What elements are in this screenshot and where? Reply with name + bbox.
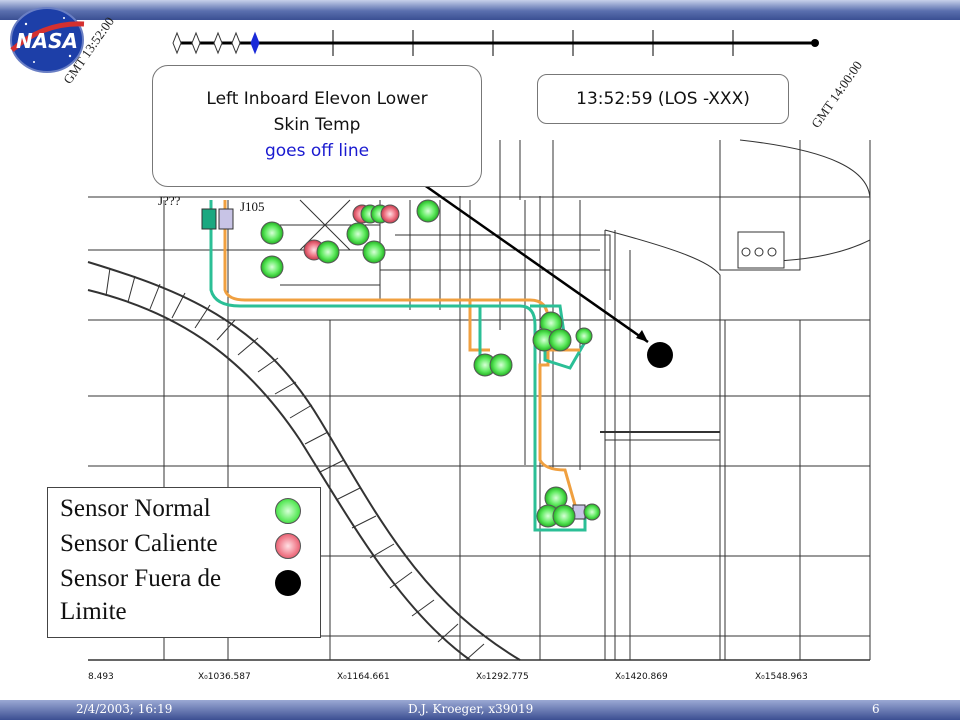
sensor-normal (260, 255, 284, 279)
connector-j105-label: J105 (240, 199, 265, 214)
x-axis-label: 8.493 (88, 672, 114, 682)
sensor-legend: Sensor Normal Sensor Caliente Sensor Fue… (47, 487, 321, 638)
callout-line-3: goes off line (264, 141, 370, 161)
svg-text:NASA: NASA (16, 29, 78, 53)
legend-hot-icon (275, 533, 301, 559)
callout-line-2: Skin Temp (273, 115, 361, 135)
sensor-normal (548, 328, 572, 352)
sensor-normal (316, 240, 340, 264)
x-axis-label: X₀1164.661 (337, 672, 390, 682)
top-title-bar (0, 0, 960, 20)
sensor-normal (362, 240, 386, 264)
footer-author: D.J. Kroeger, x39019 (408, 702, 534, 716)
sensor-normal (583, 503, 601, 521)
event-callout: Left Inboard Elevon Lower Skin Temp goes… (152, 65, 482, 187)
timeline (172, 30, 819, 56)
sensor-out-of-limit (647, 342, 673, 368)
sensor-group (260, 199, 601, 528)
callout-line-1: Left Inboard Elevon Lower (206, 89, 428, 109)
footer-page-number: 6 (872, 702, 880, 716)
x-axis-label: X₀1036.587 (198, 672, 251, 682)
x-axis-label: X₀1420.869 (615, 672, 668, 682)
footer-bar (0, 700, 960, 720)
connector-left (201, 208, 217, 230)
footer-date: 2/4/2003; 16:19 (76, 702, 173, 716)
sensor-normal (552, 504, 576, 528)
time-readout: 13:52:59 (LOS -XXX) (537, 74, 789, 124)
arrow-head-icon (636, 330, 648, 342)
connector-j105 (218, 208, 234, 230)
nasa-logo-icon: NASA (10, 7, 85, 73)
wing-structure (87, 139, 871, 661)
legend-hot-label: Sensor Caliente (60, 530, 218, 557)
legend-normal-icon (275, 498, 301, 524)
x-axis-label: X₀1548.963 (755, 672, 808, 682)
sensor-normal (575, 327, 593, 345)
legend-out-icon (275, 570, 301, 596)
connector-left-label: J??? (158, 193, 181, 208)
pointer-arrow (409, 173, 649, 344)
legend-out-label-2: Limite (60, 598, 127, 625)
sensor-normal (416, 199, 440, 223)
legend-normal-label: Sensor Normal (60, 495, 211, 522)
sensor-hot (380, 204, 400, 224)
sensor-normal (260, 221, 284, 245)
legend-out-label: Sensor Fuera de (60, 565, 222, 592)
x-axis-label: X₀1292.775 (476, 672, 529, 682)
sensor-normal (346, 222, 370, 246)
sensor-normal (489, 353, 513, 377)
leading-edge-segments (105, 267, 485, 661)
